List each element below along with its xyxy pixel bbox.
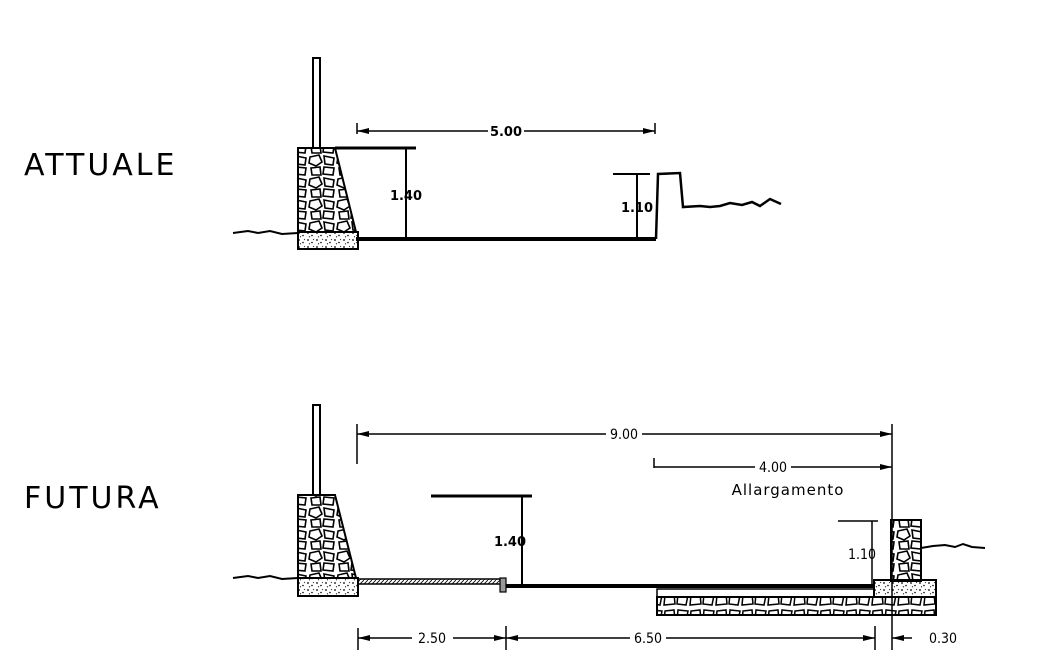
dimension-label: 1.10 <box>621 201 653 216</box>
fence-post <box>312 57 321 149</box>
section-title-actual: ATTUALE <box>24 148 177 183</box>
dimension-label: 1.10 <box>848 547 876 563</box>
dimension-right-height: 1.10 <box>613 173 653 239</box>
dimension-label: 6.50 <box>634 631 662 647</box>
widening-label: Allargamento <box>732 481 845 499</box>
stone-wall <box>297 147 359 250</box>
dimension-left-height: 1.40 <box>494 496 526 586</box>
dimension-widening: 4.00 Allargamento <box>653 458 892 499</box>
fence-post <box>312 404 321 496</box>
new-foundation <box>656 579 937 616</box>
ground-line <box>920 542 986 549</box>
stone-wall <box>297 494 359 597</box>
dimension-label: 1.40 <box>494 535 526 550</box>
dimension-total-width: 9.00 <box>356 424 893 650</box>
dimension-width: 5.00 <box>356 123 656 140</box>
dimension-label: 1.40 <box>390 189 422 204</box>
dimension-left-height: 1.40 <box>390 148 422 239</box>
dimension-label: 4.00 <box>759 460 787 476</box>
new-stone-wall <box>890 519 922 582</box>
section-title-future: FUTURA <box>24 481 162 516</box>
section-future: FUTURA 1.40 <box>24 404 986 650</box>
kerb <box>499 577 507 593</box>
dimension-right-height: 1.10 <box>838 520 878 586</box>
dimension-label: 2.50 <box>418 631 446 647</box>
section-actual: ATTUALE 5.00 1.40 <box>24 57 782 250</box>
paved-slab <box>357 578 503 585</box>
dimension-label: 0.30 <box>929 631 957 647</box>
dimension-label: 9.00 <box>610 427 638 443</box>
dimension-bottom: 2.50 6.50 0.30 <box>357 626 957 650</box>
ground-line <box>232 574 299 581</box>
dimension-label: 5.00 <box>490 125 522 140</box>
ground-line <box>232 229 299 236</box>
